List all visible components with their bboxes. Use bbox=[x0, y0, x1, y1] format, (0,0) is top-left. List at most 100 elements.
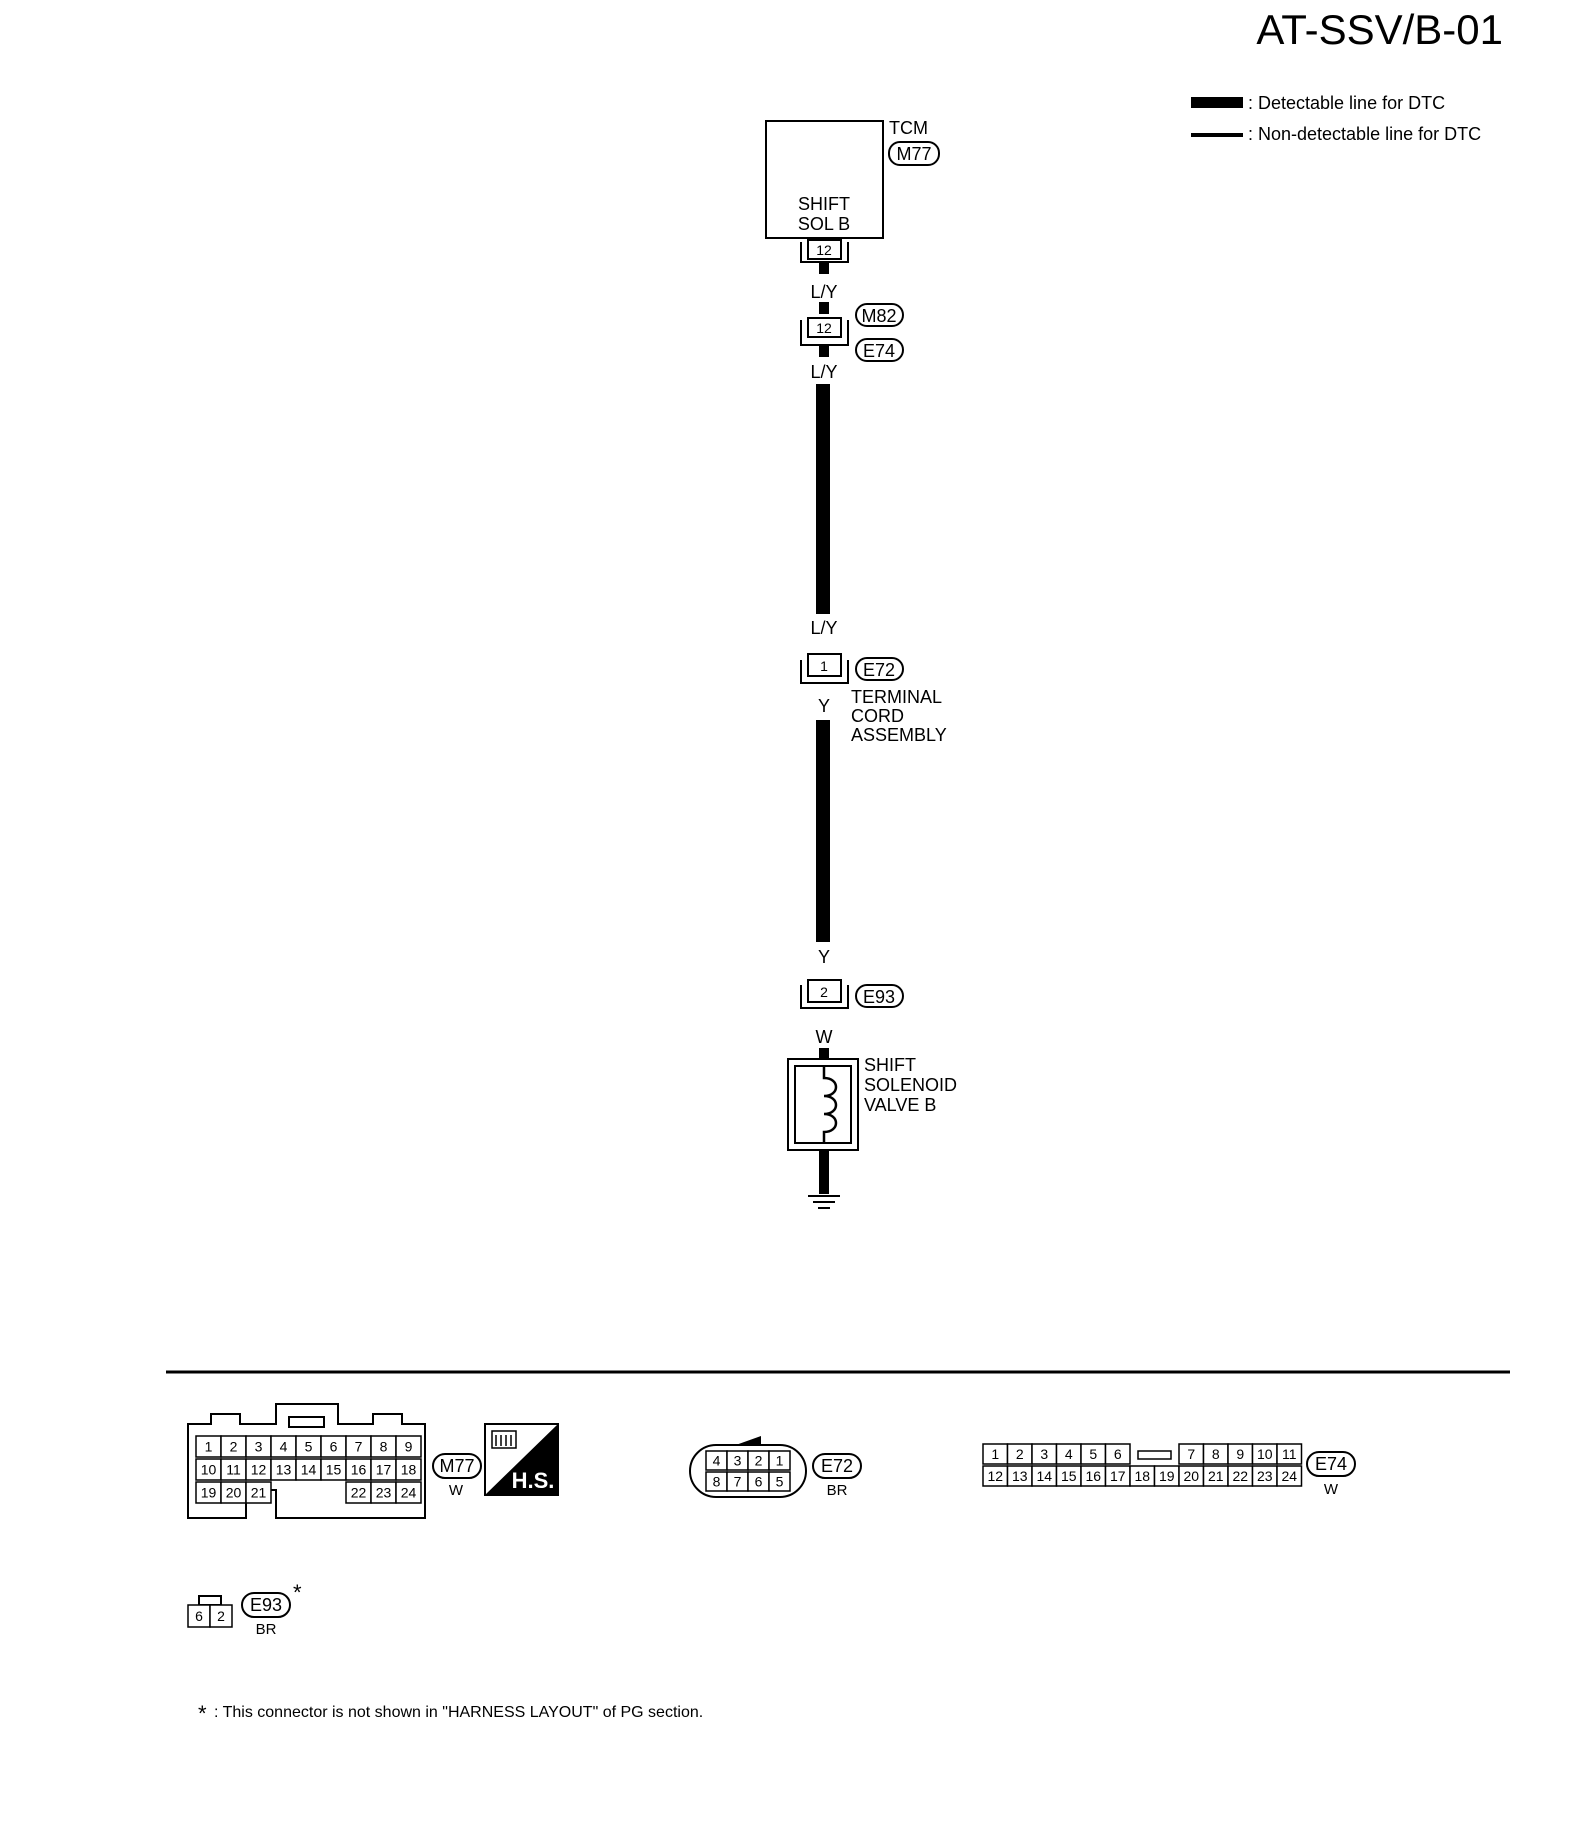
e93-view-color: BR bbox=[256, 1621, 277, 1638]
pin-cell bbox=[1104, 1443, 1131, 1465]
e72-view-id: E72 bbox=[821, 1456, 853, 1476]
e74-view-color: W bbox=[1324, 1481, 1339, 1498]
pin-number: 1 bbox=[776, 1453, 784, 1469]
legend: : Detectable line for DTC : Non-detectab… bbox=[1191, 93, 1481, 144]
wire-color-ly-3: L/Y bbox=[810, 618, 837, 638]
pin-number: 13 bbox=[1012, 1468, 1028, 1484]
e72-label-line2: CORD bbox=[851, 706, 904, 726]
e93-view-id: E93 bbox=[250, 1595, 282, 1615]
e74-view-id: E74 bbox=[1315, 1454, 1347, 1474]
pin-number: 8 bbox=[1212, 1446, 1220, 1462]
pin-number: 23 bbox=[1257, 1468, 1273, 1484]
e93-terminal-box bbox=[807, 979, 842, 1003]
pin-number: 2 bbox=[230, 1439, 238, 1455]
pin-cell bbox=[395, 1481, 422, 1504]
pin-number: 22 bbox=[1232, 1468, 1248, 1484]
pin-number: 6 bbox=[330, 1439, 338, 1455]
pin-number: 17 bbox=[376, 1462, 392, 1478]
e72-view-oval bbox=[812, 1453, 862, 1479]
pin-number: 4 bbox=[713, 1453, 721, 1469]
wire-ly-stub bbox=[819, 302, 829, 314]
e74-id: E74 bbox=[863, 341, 895, 361]
tcm-name: TCM bbox=[889, 118, 928, 138]
hs-connector-icon bbox=[491, 1430, 517, 1449]
e72-bracket bbox=[800, 660, 849, 684]
m77-oval bbox=[432, 1453, 482, 1479]
pin-cell bbox=[1276, 1465, 1303, 1487]
wire-tcm-to-m82 bbox=[819, 262, 829, 274]
pin-number: 5 bbox=[1089, 1446, 1097, 1462]
m77-color: W bbox=[449, 1482, 464, 1499]
pin-number: 16 bbox=[1085, 1468, 1101, 1484]
pin-number: 23 bbox=[376, 1485, 392, 1501]
pin-number: 2 bbox=[755, 1453, 763, 1469]
wire-color-y-2: Y bbox=[818, 947, 830, 967]
solenoid-label-line3: VALVE B bbox=[864, 1095, 936, 1115]
pin-number: 8 bbox=[380, 1439, 388, 1455]
pin-number: 19 bbox=[1159, 1468, 1175, 1484]
pin-number: 15 bbox=[326, 1462, 342, 1478]
pin-number: 24 bbox=[1281, 1468, 1297, 1484]
e74-latch bbox=[1137, 1450, 1172, 1460]
wire-y-main bbox=[816, 720, 830, 942]
pin-number: 11 bbox=[226, 1462, 241, 1478]
wire-ly-main bbox=[816, 384, 830, 614]
pin-number: 7 bbox=[734, 1474, 742, 1490]
pin-cell bbox=[209, 1604, 233, 1628]
pin-number: 14 bbox=[1036, 1468, 1052, 1484]
pin-number: 1 bbox=[991, 1446, 999, 1462]
pin-number: 6 bbox=[755, 1474, 763, 1490]
e74-oval bbox=[855, 338, 904, 362]
e72-key-tab bbox=[733, 1436, 761, 1446]
pin-number: 10 bbox=[1257, 1446, 1273, 1462]
pin-number: 8 bbox=[713, 1474, 721, 1490]
pin-number: 21 bbox=[1208, 1468, 1224, 1484]
pin-number: 16 bbox=[351, 1462, 367, 1478]
tcm-connector-oval bbox=[888, 141, 940, 166]
legend-non-detectable-text: : Non-detectable line for DTC bbox=[1248, 124, 1481, 144]
e93-oval bbox=[855, 984, 904, 1008]
pin-cell bbox=[768, 1450, 791, 1471]
pin-number: 6 bbox=[1114, 1446, 1122, 1462]
m82-id: M82 bbox=[861, 306, 896, 326]
page-title: AT-SSV/B-01 bbox=[1256, 6, 1503, 53]
solenoid-coil-icon bbox=[822, 1066, 838, 1143]
e93-view-oval bbox=[241, 1592, 291, 1618]
pin-number: 18 bbox=[401, 1462, 417, 1478]
pin-cell bbox=[395, 1435, 422, 1458]
pin-cell bbox=[245, 1481, 272, 1504]
tcm-unit: TCM M77 SHIFT SOL B 12 bbox=[765, 118, 940, 263]
pin-number: 10 bbox=[201, 1462, 217, 1478]
pin-number: 12 bbox=[251, 1462, 267, 1478]
e93-connector: 2 E93 bbox=[800, 979, 904, 1009]
legend-detectable-text: : Detectable line for DTC bbox=[1248, 93, 1445, 113]
hs-badge-label: H.S. bbox=[512, 1468, 555, 1493]
m82-oval bbox=[855, 303, 904, 327]
tcm-terminal-box bbox=[807, 239, 842, 260]
pin-number: 9 bbox=[405, 1439, 413, 1455]
pin-number: 3 bbox=[255, 1439, 263, 1455]
tcm-label-line2: SOL B bbox=[798, 214, 850, 234]
e93-view-star: * bbox=[293, 1580, 302, 1605]
m77-id: M77 bbox=[439, 1456, 474, 1476]
pin-number: 20 bbox=[1183, 1468, 1199, 1484]
pin-number: 20 bbox=[226, 1485, 242, 1501]
e72-id: E72 bbox=[863, 660, 895, 680]
e72-inline-connector: 1 E72 TERMINAL CORD ASSEMBLY bbox=[800, 653, 947, 745]
wire-e74-stub bbox=[819, 345, 829, 357]
e72-terminal-number: 1 bbox=[820, 658, 828, 674]
pin-number: 22 bbox=[351, 1485, 367, 1501]
pin-number: 21 bbox=[251, 1485, 267, 1501]
wire-color-y-1: Y bbox=[818, 696, 830, 716]
e74-view-oval bbox=[1306, 1451, 1356, 1477]
pin-number: 7 bbox=[355, 1439, 363, 1455]
footnote-text: : This connector is not shown in "HARNES… bbox=[214, 1704, 703, 1721]
tcm-label-line1: SHIFT bbox=[798, 194, 850, 214]
